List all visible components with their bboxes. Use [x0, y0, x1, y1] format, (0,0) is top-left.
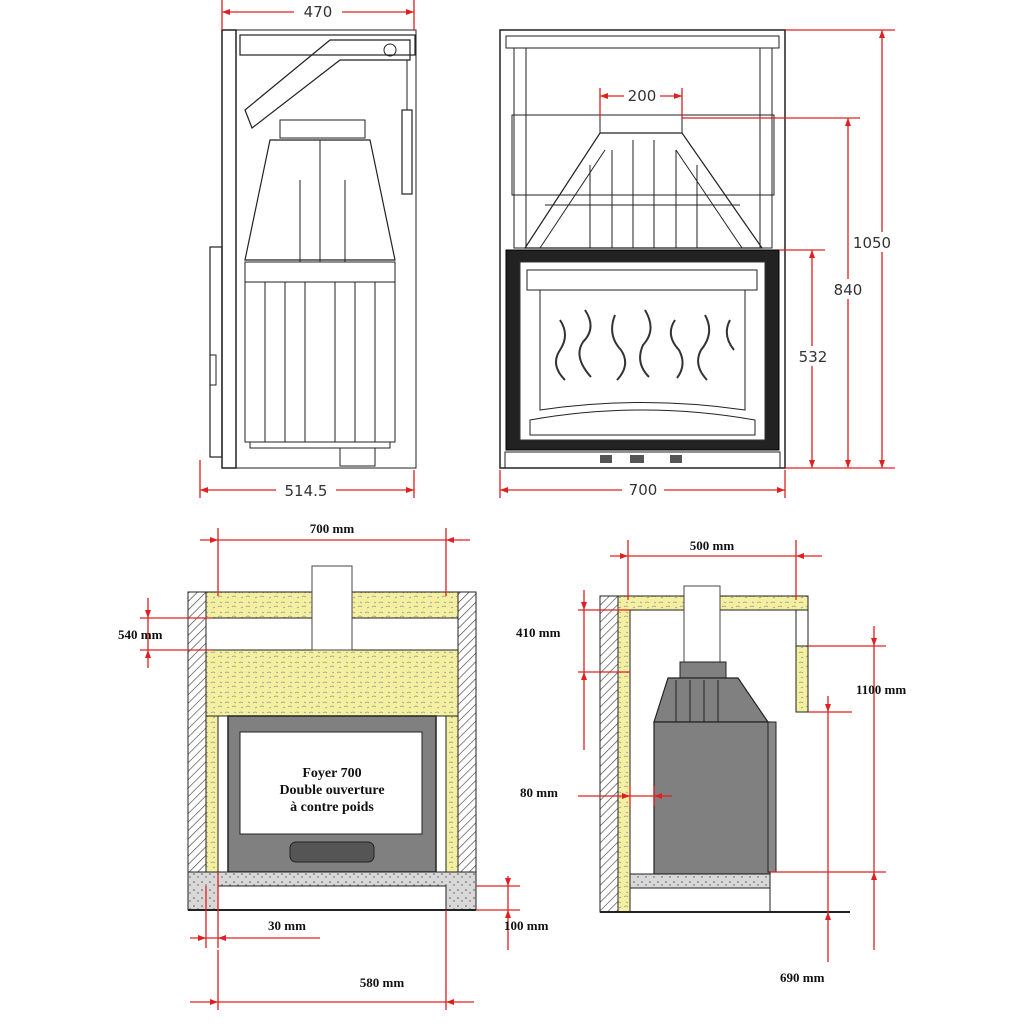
- install-side-dim-depth: 500 mm: [690, 538, 735, 553]
- side-dim-width-top: 470: [304, 3, 333, 21]
- install-front-dim-width: 700 mm: [310, 521, 355, 536]
- front-dim-height-hood: 840: [834, 281, 863, 299]
- front-dim-width: 700: [629, 481, 658, 499]
- side-view-dimensions: 470 514.5: [199, 0, 415, 500]
- front-dim-height-total: 1050: [853, 234, 891, 252]
- front-dim-height-opening: 532: [799, 348, 828, 366]
- install-front-dim-top: 540 mm: [118, 627, 163, 642]
- front-view-dimensions: 200 1050 840 532 700: [499, 29, 895, 499]
- install-side-dim-height: 1100 mm: [856, 682, 906, 697]
- front-dim-flue: 200: [628, 87, 657, 105]
- install-front-label-line-1: Foyer 700: [302, 766, 361, 781]
- install-side-drawing: [599, 585, 850, 913]
- front-view-drawing: [499, 29, 786, 469]
- install-front-dim-base: 100 mm: [504, 918, 549, 933]
- install-front-dim-overall: 580 mm: [360, 975, 405, 990]
- side-dim-depth-bottom: 514.5: [285, 482, 328, 500]
- install-side-dim-wall: 80 mm: [520, 785, 558, 800]
- install-side-dim-top: 410 mm: [516, 625, 561, 640]
- install-front-dimensions: 700 mm 540 mm 30 mm 100 mm 580 mm: [118, 521, 549, 1010]
- install-front-label-line-2: Double ouverture: [279, 783, 384, 798]
- install-side-dimensions: 500 mm 410 mm 80 mm 1100 mm 690 mm: [516, 538, 906, 985]
- install-front-label-line-3: à contre poids: [290, 800, 374, 815]
- install-front-dim-side: 30 mm: [268, 918, 306, 933]
- install-front-drawing: [187, 565, 477, 911]
- install-front-label: Foyer 700 Double ouverture à contre poid…: [279, 766, 384, 815]
- install-side-dim-low: 690 mm: [780, 970, 825, 985]
- side-view-drawing: [209, 29, 417, 469]
